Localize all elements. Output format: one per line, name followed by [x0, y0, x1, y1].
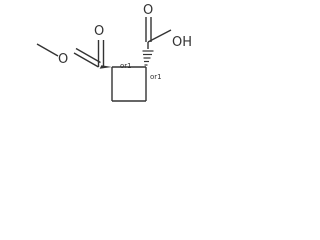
hash-bond-right: [142, 50, 154, 66]
atom-o-ester-carbonyl: O: [94, 24, 104, 39]
molecule-structure: O O O OH or1 or1: [36, 3, 192, 102]
stereo-label-left: or1: [120, 62, 132, 70]
atom-o-acid-carbonyl: O: [143, 3, 153, 18]
wedge-bond-left: [99, 65, 112, 69]
atom-o-ester-bridge: O: [58, 52, 68, 67]
ester-carbonyl-bond-b: [75, 47, 101, 64]
ester-carbonyl-bond-a: [73, 52, 99, 68]
atom-oh-group: OH: [172, 35, 192, 50]
acid-c-oh-bond: [147, 29, 172, 43]
ester-o-methyl-bond: [36, 43, 59, 57]
stereo-label-right: or1: [150, 73, 162, 81]
